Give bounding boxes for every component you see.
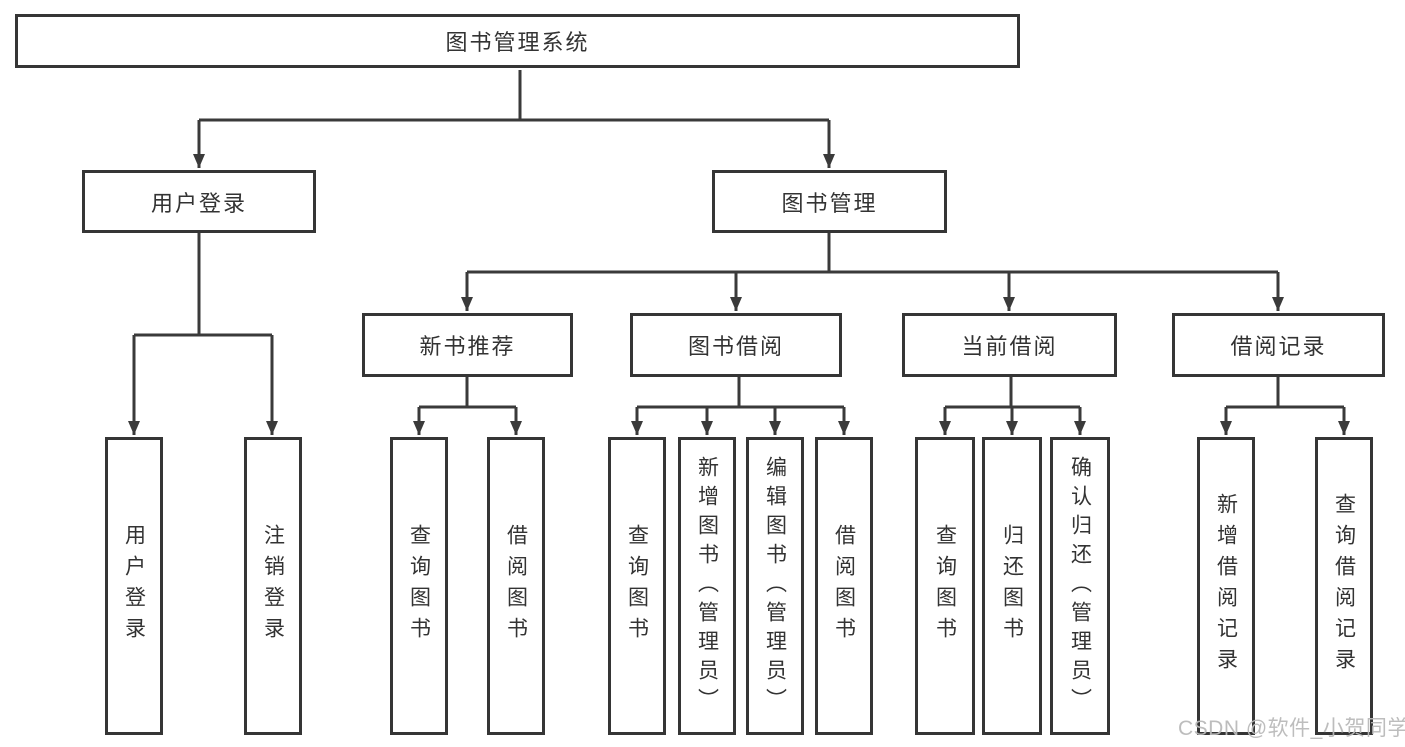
node-label: 注销登录 bbox=[261, 524, 285, 648]
node-label: 用户登录 bbox=[150, 190, 247, 216]
node-root-library-system: 图书管理系统 bbox=[15, 14, 1020, 68]
node-leaf-logout: 注销登录 bbox=[244, 437, 302, 735]
node-leaf-return-books: 归还图书 bbox=[982, 437, 1042, 735]
node-user-login: 用户登录 bbox=[82, 170, 316, 233]
node-leaf-borrow-books-recommend: 借阅图书 bbox=[487, 437, 545, 735]
node-leaf-borrow-books: 借阅图书 bbox=[815, 437, 873, 735]
node-leaf-confirm-return-admin: 确认归还（管理员） bbox=[1050, 437, 1110, 735]
node-leaf-edit-books-admin: 编辑图书（管理员） bbox=[746, 437, 804, 735]
node-book-borrow: 图书借阅 bbox=[630, 313, 842, 377]
node-leaf-user-login: 用户登录 bbox=[105, 437, 163, 735]
node-label: 图书管理系统 bbox=[445, 30, 590, 55]
node-label: 当前借阅 bbox=[961, 334, 1058, 359]
node-leaf-add-borrow-record: 新增借阅记录 bbox=[1197, 437, 1255, 735]
node-label: 新增图书（管理员） bbox=[695, 455, 719, 717]
node-label: 编辑图书（管理员） bbox=[763, 455, 787, 717]
node-label: 查询图书 bbox=[625, 524, 649, 648]
node-label: 用户登录 bbox=[122, 524, 146, 648]
node-label: 新增借阅记录 bbox=[1214, 493, 1238, 679]
node-book-management: 图书管理 bbox=[712, 170, 947, 233]
node-leaf-query-books-recommend: 查询图书 bbox=[390, 437, 448, 735]
node-label: 查询借阅记录 bbox=[1332, 493, 1356, 679]
node-new-book-recommend: 新书推荐 bbox=[362, 313, 573, 377]
node-leaf-query-books-borrow: 查询图书 bbox=[608, 437, 666, 735]
node-label: 借阅图书 bbox=[832, 524, 856, 648]
node-label: 借阅图书 bbox=[504, 524, 528, 648]
node-label: 新书推荐 bbox=[419, 334, 516, 359]
node-label: 图书借阅 bbox=[687, 334, 784, 359]
node-leaf-query-books-current: 查询图书 bbox=[915, 437, 975, 735]
node-leaf-add-books-admin: 新增图书（管理员） bbox=[678, 437, 736, 735]
node-label: 查询图书 bbox=[407, 524, 431, 648]
node-label: 图书管理 bbox=[781, 190, 878, 216]
node-label: 归还图书 bbox=[1000, 524, 1024, 648]
node-label: 确认归还（管理员） bbox=[1068, 455, 1092, 717]
node-current-borrow: 当前借阅 bbox=[902, 313, 1117, 377]
node-label: 借阅记录 bbox=[1230, 334, 1327, 359]
csdn-watermark: CSDN @软件_小贺同学 bbox=[1178, 717, 1405, 740]
node-label: 查询图书 bbox=[933, 524, 957, 648]
node-borrow-records: 借阅记录 bbox=[1172, 313, 1385, 377]
node-leaf-query-borrow-record: 查询借阅记录 bbox=[1315, 437, 1373, 735]
